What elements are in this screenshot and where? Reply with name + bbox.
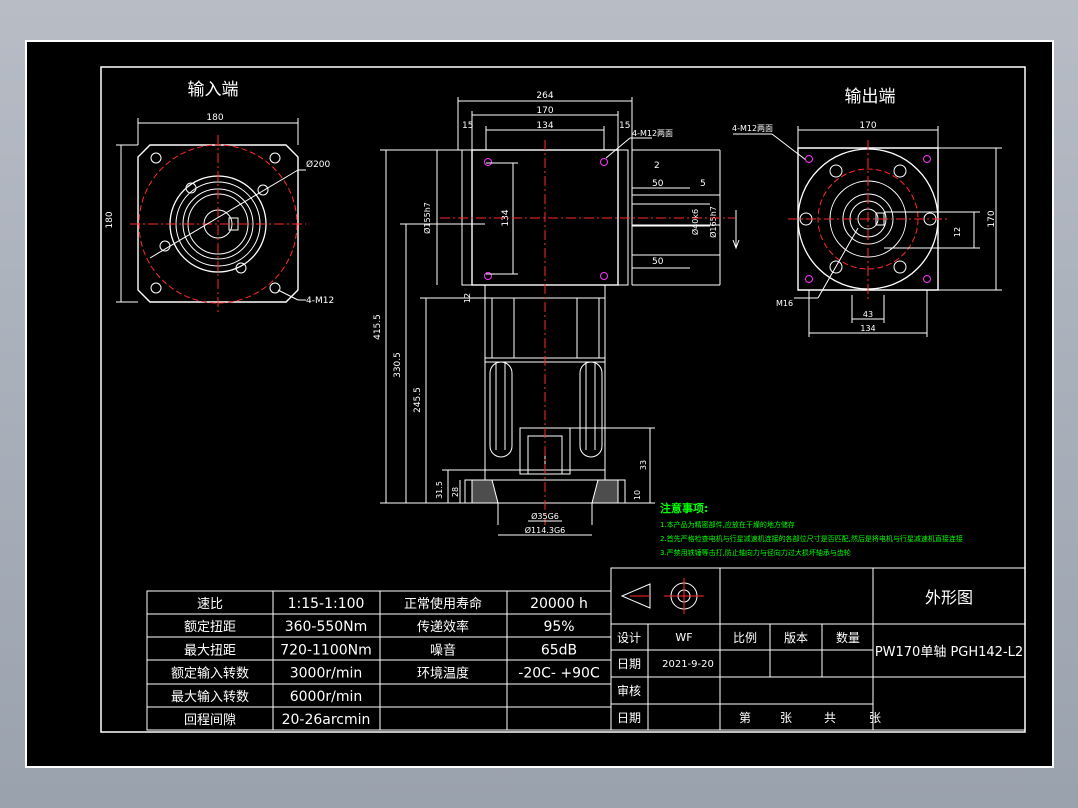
side-note-holes: 4-M12两面 bbox=[632, 129, 673, 138]
input-dim-width: 180 bbox=[206, 113, 223, 123]
design-label: 设计 bbox=[617, 631, 641, 645]
spec-cell-r2-c1: 720-1100Nm bbox=[280, 642, 372, 658]
spec-cell-r5-c0: 回程间隙 bbox=[184, 713, 236, 728]
side-dim-134-vertical: 134 bbox=[501, 209, 511, 226]
spec-cell-r0-c1: 1:15-1:100 bbox=[288, 596, 365, 612]
review-label: 审核 bbox=[617, 683, 641, 698]
side-dim-5: 5 bbox=[700, 179, 706, 189]
spec-cell-r1-c3: 95% bbox=[543, 619, 574, 635]
side-dim-415: 415.5 bbox=[373, 314, 383, 340]
date-label-2: 日期 bbox=[617, 711, 641, 725]
side-dim-50-top: 50 bbox=[652, 179, 664, 189]
output-note-m16: M16 bbox=[776, 299, 793, 308]
input-note-holes: 4-M12 bbox=[306, 296, 334, 306]
input-end-view: 输入端 180 180 Ø200 bbox=[105, 80, 334, 312]
input-view-title: 输入端 bbox=[188, 80, 239, 100]
side-dim-170: 170 bbox=[536, 106, 553, 116]
side-dim-33: 33 bbox=[639, 460, 648, 470]
note-item-2: 2.首先严格检查电机与行星减速机连接的各部位尺寸是否匹配,然后是将电机与行星减速… bbox=[660, 534, 963, 543]
side-dim-31: 31.5 bbox=[435, 481, 444, 499]
side-dim-d155: Ø155h7 bbox=[422, 202, 432, 234]
spec-cell-r4-c1: 6000r/min bbox=[290, 689, 363, 705]
output-dim-12: 12 bbox=[953, 227, 962, 237]
spec-cell-r2-c2: 噪音 bbox=[430, 642, 456, 658]
sheet-gong: 共 bbox=[824, 711, 836, 725]
sheet-zhang-2: 张 bbox=[869, 711, 881, 725]
version-label: 版本 bbox=[784, 631, 808, 645]
spec-cell-r0-c0: 速比 bbox=[197, 597, 223, 612]
spec-cell-r4-c0: 最大输入转数 bbox=[171, 689, 249, 705]
side-dim-d40: Ø40k6 bbox=[690, 209, 700, 235]
sheet-zhang: 张 bbox=[780, 711, 792, 725]
spec-cell-r1-c1: 360-550Nm bbox=[285, 619, 368, 635]
spec-cell-r1-c2: 传递效率 bbox=[417, 619, 469, 635]
quantity-label: 数量 bbox=[836, 630, 860, 645]
sheet-di: 第 bbox=[739, 711, 751, 725]
date-label: 日期 bbox=[617, 657, 641, 671]
note-item-1: 1.本产品为精密部件,应放在干燥的地方储存 bbox=[660, 520, 795, 529]
side-dim-d35: Ø35G6 bbox=[531, 511, 559, 521]
drawing-sheet bbox=[25, 40, 1054, 768]
side-dim-2: 2 bbox=[654, 161, 660, 171]
title-block bbox=[610, 567, 1026, 731]
spec-cell-r3-c3: -20C- +90C bbox=[518, 666, 600, 682]
output-note-holes: 4-M12两面 bbox=[732, 124, 773, 133]
side-dim-d165: Ø165h7 bbox=[708, 206, 718, 238]
output-dim-134: 134 bbox=[860, 324, 875, 333]
side-dim-d114: Ø114.3G6 bbox=[525, 525, 566, 535]
output-dim-170-top: 170 bbox=[859, 121, 876, 131]
spec-cell-r3-c0: 额定输入转数 bbox=[171, 666, 249, 682]
spec-cell-r0-c2: 正常使用寿命 bbox=[404, 596, 482, 612]
side-view: 264 170 134 15 15 4-M12两面 134 bbox=[373, 91, 740, 536]
output-dim-43: 43 bbox=[863, 310, 873, 319]
spec-cell-r2-c0: 最大扭距 bbox=[184, 643, 236, 658]
notes-title: 注意事项: bbox=[660, 501, 708, 515]
spec-cell-r0-c3: 20000 h bbox=[530, 596, 588, 612]
title-block-text: 外形图 PW170单轴 PGH142-L2 设计 WF 比例 版本 数量 日期 … bbox=[617, 588, 1023, 725]
side-dim-330: 330.5 bbox=[393, 352, 403, 378]
side-dim-50-bottom: 50 bbox=[652, 257, 664, 267]
scale-label: 比例 bbox=[733, 631, 757, 645]
part-name: PW170单轴 PGH142-L2 bbox=[875, 645, 1023, 660]
output-view-title: 输出端 bbox=[845, 87, 896, 107]
spec-cell-r3-c2: 环境温度 bbox=[417, 666, 469, 682]
drawing-title: 外形图 bbox=[925, 588, 973, 607]
spec-cell-r1-c0: 额定扭距 bbox=[184, 620, 236, 635]
side-dim-264: 264 bbox=[536, 91, 553, 101]
spec-table bbox=[146, 590, 612, 731]
designer-name: WF bbox=[675, 631, 692, 644]
spec-cell-r2-c3: 65dB bbox=[541, 642, 577, 658]
date-value: 2021-9-20 bbox=[662, 659, 714, 670]
side-dim-28: 28 bbox=[451, 487, 460, 497]
drawing-border bbox=[100, 66, 1026, 733]
output-dim-170-right: 170 bbox=[987, 210, 997, 227]
note-item-3: 3.严禁用铁锤等击打,防止轴向力与径向力过大损坏轴承与齿轮 bbox=[660, 548, 851, 557]
spec-cell-r3-c1: 3000r/min bbox=[290, 666, 363, 682]
input-dim-height: 180 bbox=[105, 211, 115, 228]
side-dim-245: 245.5 bbox=[413, 387, 423, 413]
side-dim-15-right: 15 bbox=[619, 121, 630, 131]
side-dim-134: 134 bbox=[536, 121, 553, 131]
output-end-view: 输出端 170 4-M12两面 170 12 bbox=[732, 87, 1002, 337]
side-dim-10: 10 bbox=[633, 490, 642, 500]
spec-cell-r5-c1: 20-26arcmin bbox=[282, 712, 371, 728]
notes-block: 注意事项: 1.本产品为精密部件,应放在干燥的地方储存 2.首先严格检查电机与行… bbox=[660, 501, 963, 557]
side-dim-15-left: 15 bbox=[462, 121, 473, 131]
spec-rows: 速比 1:15-1:100 正常使用寿命 20000 h 额定扭距 360-550Nm 传递… bbox=[171, 596, 600, 728]
input-dim-circle: Ø200 bbox=[306, 159, 331, 170]
